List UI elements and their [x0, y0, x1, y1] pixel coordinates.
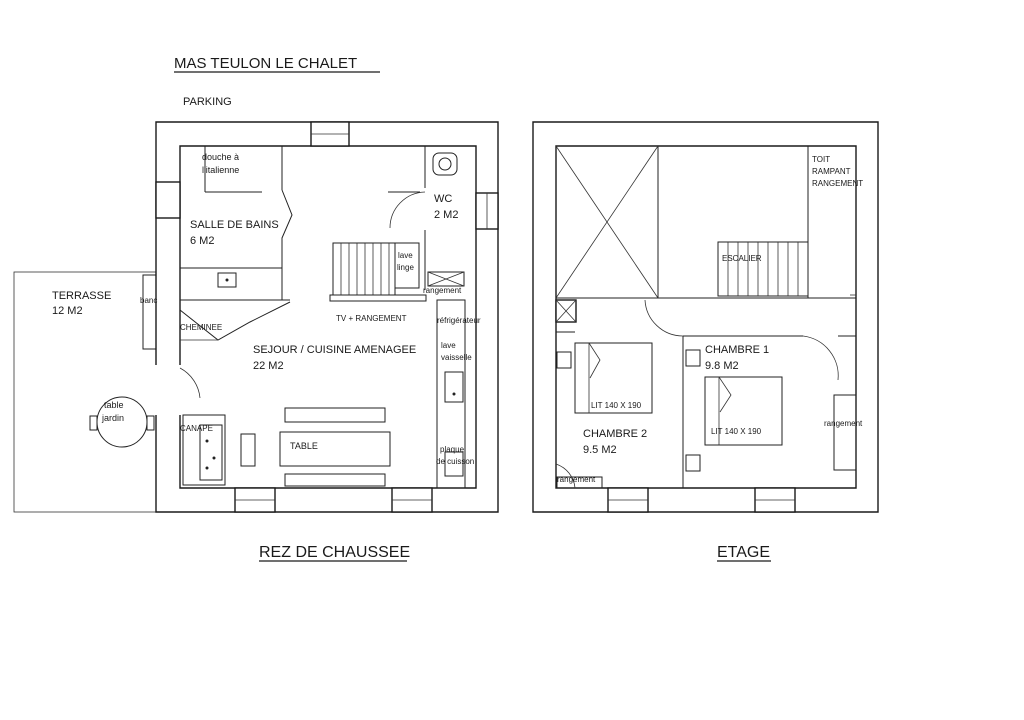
bed1-label: LIT 140 X 190 — [711, 427, 762, 436]
bed2-label: LIT 140 X 190 — [591, 401, 642, 410]
staircase-label: ESCALIER — [722, 254, 762, 263]
terrace-area-label: 12 M2 — [52, 305, 83, 317]
storage-label-chambre-1: rangement — [824, 419, 863, 428]
roof-label-2: RAMPANT — [812, 167, 851, 176]
terrace-area — [13, 271, 157, 513]
sofa-label: CANAPE — [180, 424, 213, 433]
toilet — [432, 152, 458, 176]
table-bench — [284, 407, 386, 423]
bench — [142, 274, 158, 350]
window — [155, 181, 181, 219]
staircase — [332, 242, 420, 296]
parking-label: PARKING — [183, 96, 232, 108]
bedroom1-inner-door-swing — [802, 335, 839, 381]
sofa — [182, 414, 226, 486]
garden-table-label-2: jardin — [101, 413, 124, 423]
living-room-label: SEJOUR / CUISINE AMENAGEE — [253, 344, 416, 356]
shower-label: douche à — [202, 152, 239, 162]
storage-chambre-1 — [833, 394, 857, 471]
garden-chair — [89, 415, 98, 431]
tv-unit — [329, 294, 427, 302]
washbasin — [217, 272, 237, 288]
bed-chambre-1 — [685, 349, 783, 472]
living-room-area-label: 22 M2 — [253, 360, 284, 372]
table-bench — [284, 473, 386, 487]
washing-machine-label-2: linge — [397, 263, 414, 272]
tv-storage-label: TV + RANGEMENT — [336, 314, 407, 323]
storage-chambre-2 — [556, 476, 603, 489]
hob-label-2: de cuisson — [436, 457, 474, 466]
plan-title: MAS TEULON LE CHALET — [174, 55, 357, 72]
dishwasher-label: lave — [441, 341, 456, 350]
shower-label-2: l'italienne — [202, 165, 239, 175]
fridge-label: réfrigérateur — [437, 316, 481, 325]
terrace-door-swing — [179, 367, 201, 399]
terrace-label: TERRASSE — [52, 290, 111, 302]
fireplace — [179, 301, 291, 341]
bedroom1-label: CHAMBRE 1 — [705, 344, 769, 356]
bathroom-label: SALLE DE BAINS — [190, 219, 279, 231]
dining-table — [279, 431, 391, 467]
upper-staircase — [717, 241, 809, 297]
bed-chambre-2 — [556, 342, 653, 414]
upper-floor-outer-wall — [532, 121, 879, 513]
hob-label: plaque — [440, 445, 465, 454]
wc-area-label: 2 M2 — [434, 209, 458, 221]
wc-door-swing — [389, 191, 426, 229]
dishwasher-label-2: vaisselle — [441, 353, 472, 362]
bedroom2-label: CHAMBRE 2 — [583, 428, 647, 440]
wc-label: WC — [434, 193, 452, 205]
bedroom2-area-label: 9.5 M2 — [583, 444, 617, 456]
storage-shelf — [427, 271, 465, 287]
storage-label-chambre-2: rangement — [557, 475, 596, 484]
kitchen-counter — [436, 299, 466, 489]
bedroom1-area-label: 9.8 M2 — [705, 360, 739, 372]
upper-floor-heading: ETAGE — [717, 544, 770, 561]
ground-floor-plan: TERRASSE 12 M2 banc table jardin douche … — [13, 121, 499, 513]
storage-label: rangement — [423, 286, 462, 295]
fireplace-label: CHEMINEE — [180, 323, 222, 332]
bench-label: banc — [140, 296, 157, 305]
ground-floor-heading: REZ DE CHAUSSEE — [259, 544, 410, 561]
washing-machine-label: lave — [398, 251, 413, 260]
table-label: TABLE — [290, 441, 318, 451]
washing-machine — [394, 242, 420, 289]
garden-table-label: table — [104, 400, 124, 410]
bathroom-area-label: 6 M2 — [190, 235, 214, 247]
bedroom1-door-swing — [644, 299, 684, 337]
hob — [444, 451, 464, 477]
upper-floor-plan: TOIT RAMPANT RANGEMENT ESCALIER CHAMBRE … — [532, 121, 879, 513]
roof-label: TOIT — [812, 155, 830, 164]
roof-label-3: RANGEMENT — [812, 179, 863, 188]
garden-chair — [146, 415, 155, 431]
coffee-table — [240, 433, 256, 467]
kitchen-sink — [444, 371, 464, 403]
